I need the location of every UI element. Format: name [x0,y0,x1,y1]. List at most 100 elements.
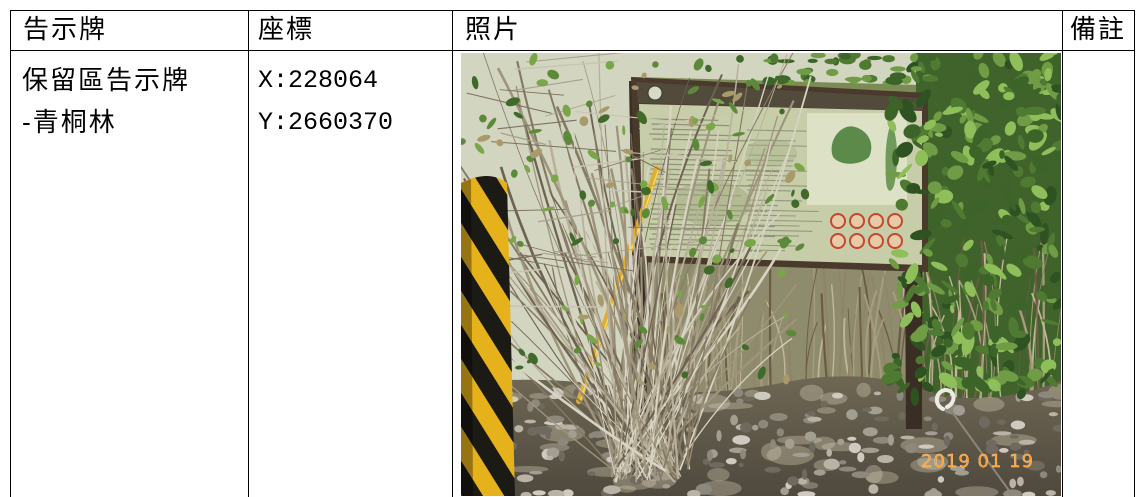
leaf [1008,317,1019,338]
leaf [824,58,838,65]
leaf [699,305,710,309]
leaf [910,387,920,406]
twig [553,250,597,258]
leaf [964,281,976,297]
leaf [1020,176,1036,188]
twig [514,60,619,70]
leaf [810,53,826,59]
branch [568,53,635,459]
light-spot [864,465,883,484]
leaf [887,118,897,132]
leaf [961,377,973,389]
leaf [699,160,713,167]
leaf [724,277,733,289]
leaf [1022,255,1043,269]
leaf [934,132,944,137]
stone [562,489,574,496]
leaf [887,78,903,85]
stone [1056,466,1061,472]
leaf [636,111,647,125]
leaf [528,129,542,134]
leaf [563,130,573,146]
twig [521,244,588,263]
sign-text-line [745,229,813,232]
prohibition-icon [868,233,884,249]
stone [752,424,759,431]
leaf [904,284,916,303]
twig [639,107,760,129]
leaf [587,199,596,207]
light-spot [816,407,836,414]
leaf [888,95,904,110]
stone [769,413,788,421]
leaf [586,100,593,108]
leaf [1051,139,1061,151]
leaf [891,352,901,360]
branch [635,168,672,483]
leaf [513,111,523,119]
leaf [1047,291,1061,300]
stone [924,431,938,436]
stone [546,415,565,424]
leaf [975,345,993,355]
leaf [479,114,487,123]
leaf [926,282,945,295]
stone [937,476,945,483]
leaf [630,208,635,217]
leaf [1014,212,1030,224]
stone [780,487,789,496]
leaf [785,329,797,337]
leaf [794,162,805,172]
light-spot [865,471,899,484]
leaf [461,138,466,145]
sign-text-line [745,234,799,237]
leaf [923,56,937,61]
leaf [1027,368,1043,382]
header-photo: 照片 [452,10,1062,50]
leaf [990,298,997,312]
stone [802,468,808,480]
stone [837,438,845,446]
leaf [1026,129,1044,143]
stone [1017,476,1024,487]
stone [848,442,861,454]
leaf [884,103,899,121]
stone [931,422,938,431]
leaf [1043,186,1057,206]
leaf [946,245,958,253]
leaf [987,378,1001,392]
leaf [982,160,997,169]
light-spot [799,384,824,402]
leaf [992,53,1006,67]
cell-coordinates: X:228064 Y:2660370 [248,50,452,497]
leaf [905,125,917,139]
stone [1003,489,1022,496]
leaf [968,198,990,214]
light-spot [617,485,636,493]
leaf [980,273,995,287]
branch [613,294,648,470]
leaf [699,313,705,321]
light-spot [766,445,815,466]
leaf [698,195,706,208]
stone [546,447,560,458]
stone [862,407,872,413]
stone [520,491,532,496]
sign-text-line [652,213,740,217]
thicket-stem [703,269,722,400]
stone [708,462,725,468]
branch [630,133,677,475]
sign-text-line [748,219,823,223]
leaf [777,59,795,64]
leaf [757,366,766,380]
branch [506,260,663,455]
prohibition-icon [887,233,903,249]
stone [985,439,997,448]
leaf [981,168,991,183]
twig [517,253,634,272]
coordinate-y: Y:2660370 [258,108,394,137]
branch [650,158,699,466]
branch [617,58,651,481]
leaf [1052,69,1061,80]
light-spot [910,458,946,473]
